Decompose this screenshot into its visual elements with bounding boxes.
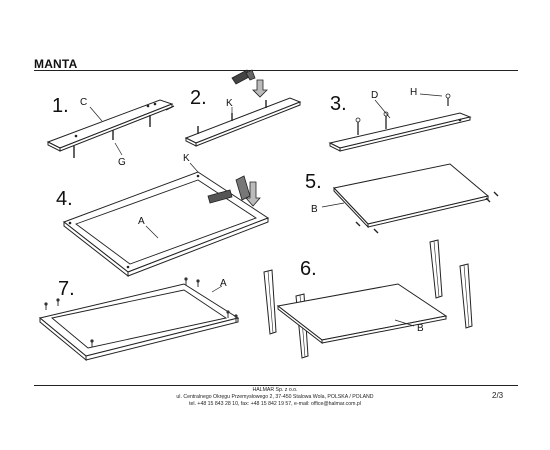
step-7-number: 7. [58, 278, 75, 300]
step-6-number: 6. [300, 258, 317, 280]
step-2-number: 2. [190, 87, 207, 109]
step-7-frame-illustration [38, 276, 240, 362]
step-3-label-d: D [371, 90, 378, 101]
step-6-shelf-legs-illustration [263, 239, 473, 359]
step-2-label-k: K [226, 98, 233, 109]
footer-address: ul. Centralnego Okręgu Przemysłowego 2, … [176, 394, 374, 400]
step-6-label-b: B [417, 323, 424, 334]
step-5-shelf-illustration [321, 163, 499, 234]
page-title: MANTA [34, 57, 78, 71]
step-4-number: 4. [56, 188, 73, 210]
step-1-number: 1. [52, 95, 69, 117]
footer-company: HALMAR Sp. z o.o. [252, 387, 298, 393]
page-number: 2/3 [492, 391, 504, 400]
step-6: 6. B [263, 239, 473, 359]
step-1-label-g: G [118, 157, 126, 168]
step-4-label-a: A [138, 216, 145, 227]
step-4-label-k: K [183, 153, 190, 164]
step-5-number: 5. [305, 171, 322, 193]
footer-contact: tel. +48 15 843 28 10, fax: +48 15 842 1… [189, 401, 361, 407]
step-3-board-illustration [328, 93, 472, 152]
step-3-number: 3. [330, 93, 347, 115]
step-2-board-illustration [184, 97, 302, 147]
hammer-icon-2 [207, 175, 261, 207]
hammer-icon [231, 69, 268, 98]
step-3: 3. D H [328, 87, 472, 152]
step-7: 7. A [38, 276, 240, 362]
header-rule [34, 70, 518, 71]
footer: HALMAR Sp. z o.o. ul. Centralnego Okręgu… [0, 387, 550, 408]
step-3-label-h: H [410, 87, 417, 98]
step-1-label-c: C [80, 97, 87, 108]
step-1: 1. C G [46, 95, 175, 168]
step-4: 4. K A [56, 153, 270, 278]
step-1-side-board-illustration [46, 99, 175, 158]
step-7-label-a: A [220, 278, 227, 289]
step-5: 5. B [305, 163, 499, 234]
step-2: 2. K [184, 69, 302, 147]
step-5-label-b: B [311, 204, 318, 215]
footer-rule [34, 385, 518, 386]
